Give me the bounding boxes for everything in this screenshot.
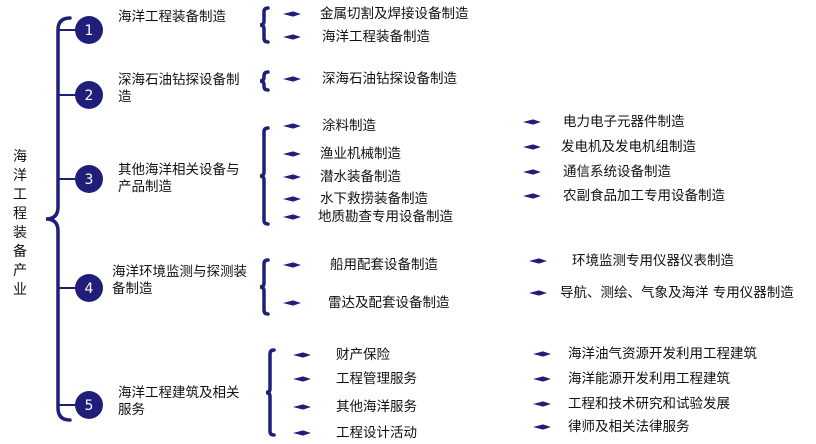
group-brace — [259, 70, 270, 92]
arrow-icon — [529, 290, 547, 296]
arrow-icon — [533, 376, 551, 382]
arrow-icon — [283, 123, 301, 129]
arrow-icon — [523, 169, 541, 175]
root-label: 海洋工程装备产业 — [13, 149, 27, 298]
arrow-icon — [523, 144, 541, 150]
arrow-icon — [293, 430, 311, 436]
arrow-icon — [523, 119, 541, 125]
sub-item: 海洋能源开发利用工程建筑 — [568, 371, 730, 387]
sub-item: 渔业机械制造 — [320, 146, 401, 162]
group-title: 海洋工程装备制造 — [118, 9, 226, 25]
arrow-icon — [283, 262, 301, 268]
group-number-badge — [75, 16, 103, 44]
sub-item: 海洋油气资源开发利用工程建筑 — [568, 346, 757, 362]
group-number-badge — [75, 274, 103, 302]
arrow-icon — [533, 424, 551, 430]
sub-item: 律师及相关法律服务 — [568, 419, 690, 435]
group-brace — [265, 348, 276, 437]
group-brace — [259, 258, 270, 316]
arrow-icon — [283, 174, 301, 180]
group-number-badge — [75, 81, 103, 109]
group-number: 3 — [85, 172, 94, 188]
sub-item: 环境监测专用仪器仪表制造 — [572, 253, 734, 269]
sub-item: 工程管理服务 — [336, 371, 417, 387]
sub-item: 船用配套设备制造 — [330, 257, 438, 273]
group-number-badge — [75, 165, 103, 193]
arrow-icon — [283, 300, 301, 306]
arrow-icon — [533, 401, 551, 407]
group-number: 4 — [85, 281, 94, 297]
arrow-icon — [283, 151, 301, 157]
arrow-icon — [523, 193, 541, 199]
sub-item: 地质勘查专用设备制造 — [318, 209, 453, 225]
arrow-icon — [283, 76, 301, 82]
sub-item: 通信系统设备制造 — [563, 164, 671, 180]
sub-item: 工程设计活动 — [336, 425, 417, 441]
sub-item: 海洋工程装备制造 — [322, 29, 430, 45]
group-number: 1 — [85, 23, 94, 39]
sub-item: 导航、测绘、气象及海洋 专用仪器制造 — [560, 285, 794, 301]
sub-item: 电力电子元器件制造 — [563, 114, 685, 130]
arrow-icon — [283, 34, 301, 40]
group-number: 5 — [85, 398, 94, 414]
arrow-icon — [283, 196, 301, 202]
sub-item: 潜水装备制造 — [320, 169, 401, 185]
sub-item: 工程和技术研究和试验发展 — [568, 396, 730, 412]
group-number-badge — [75, 391, 103, 419]
sub-item: 水下救捞装备制造 — [320, 191, 428, 207]
arrow-icon — [533, 351, 551, 357]
arrow-icon — [293, 376, 311, 382]
group-brace — [259, 6, 270, 44]
group-title: 海洋环境监测与探测装备制造 — [112, 264, 247, 297]
sub-item: 农副食品加工专用设备制造 — [563, 188, 725, 204]
arrow-icon — [293, 352, 311, 358]
sub-item: 涂料制造 — [322, 118, 376, 134]
group-number: 2 — [85, 88, 94, 104]
arrow-icon — [283, 11, 301, 17]
group-title: 深海石油钻探设备制造 — [118, 72, 240, 105]
arrow-icon — [283, 214, 301, 220]
sub-item: 发电机及发电机组制造 — [561, 139, 696, 155]
group-brace — [259, 126, 270, 226]
group-title: 其他海洋相关设备与产品制造 — [118, 162, 240, 195]
arrow-icon — [293, 404, 311, 410]
sub-item: 深海石油钻探设备制造 — [322, 71, 457, 87]
sub-item: 金属切割及焊接设备制造 — [320, 6, 469, 22]
arrow-icon — [529, 258, 547, 264]
sub-item: 其他海洋服务 — [336, 399, 417, 415]
root-brace — [45, 16, 72, 422]
group-title: 海洋工程建筑及相关服务 — [118, 385, 240, 418]
sub-item: 财产保险 — [336, 347, 390, 363]
sub-item: 雷达及配套设备制造 — [328, 295, 450, 311]
